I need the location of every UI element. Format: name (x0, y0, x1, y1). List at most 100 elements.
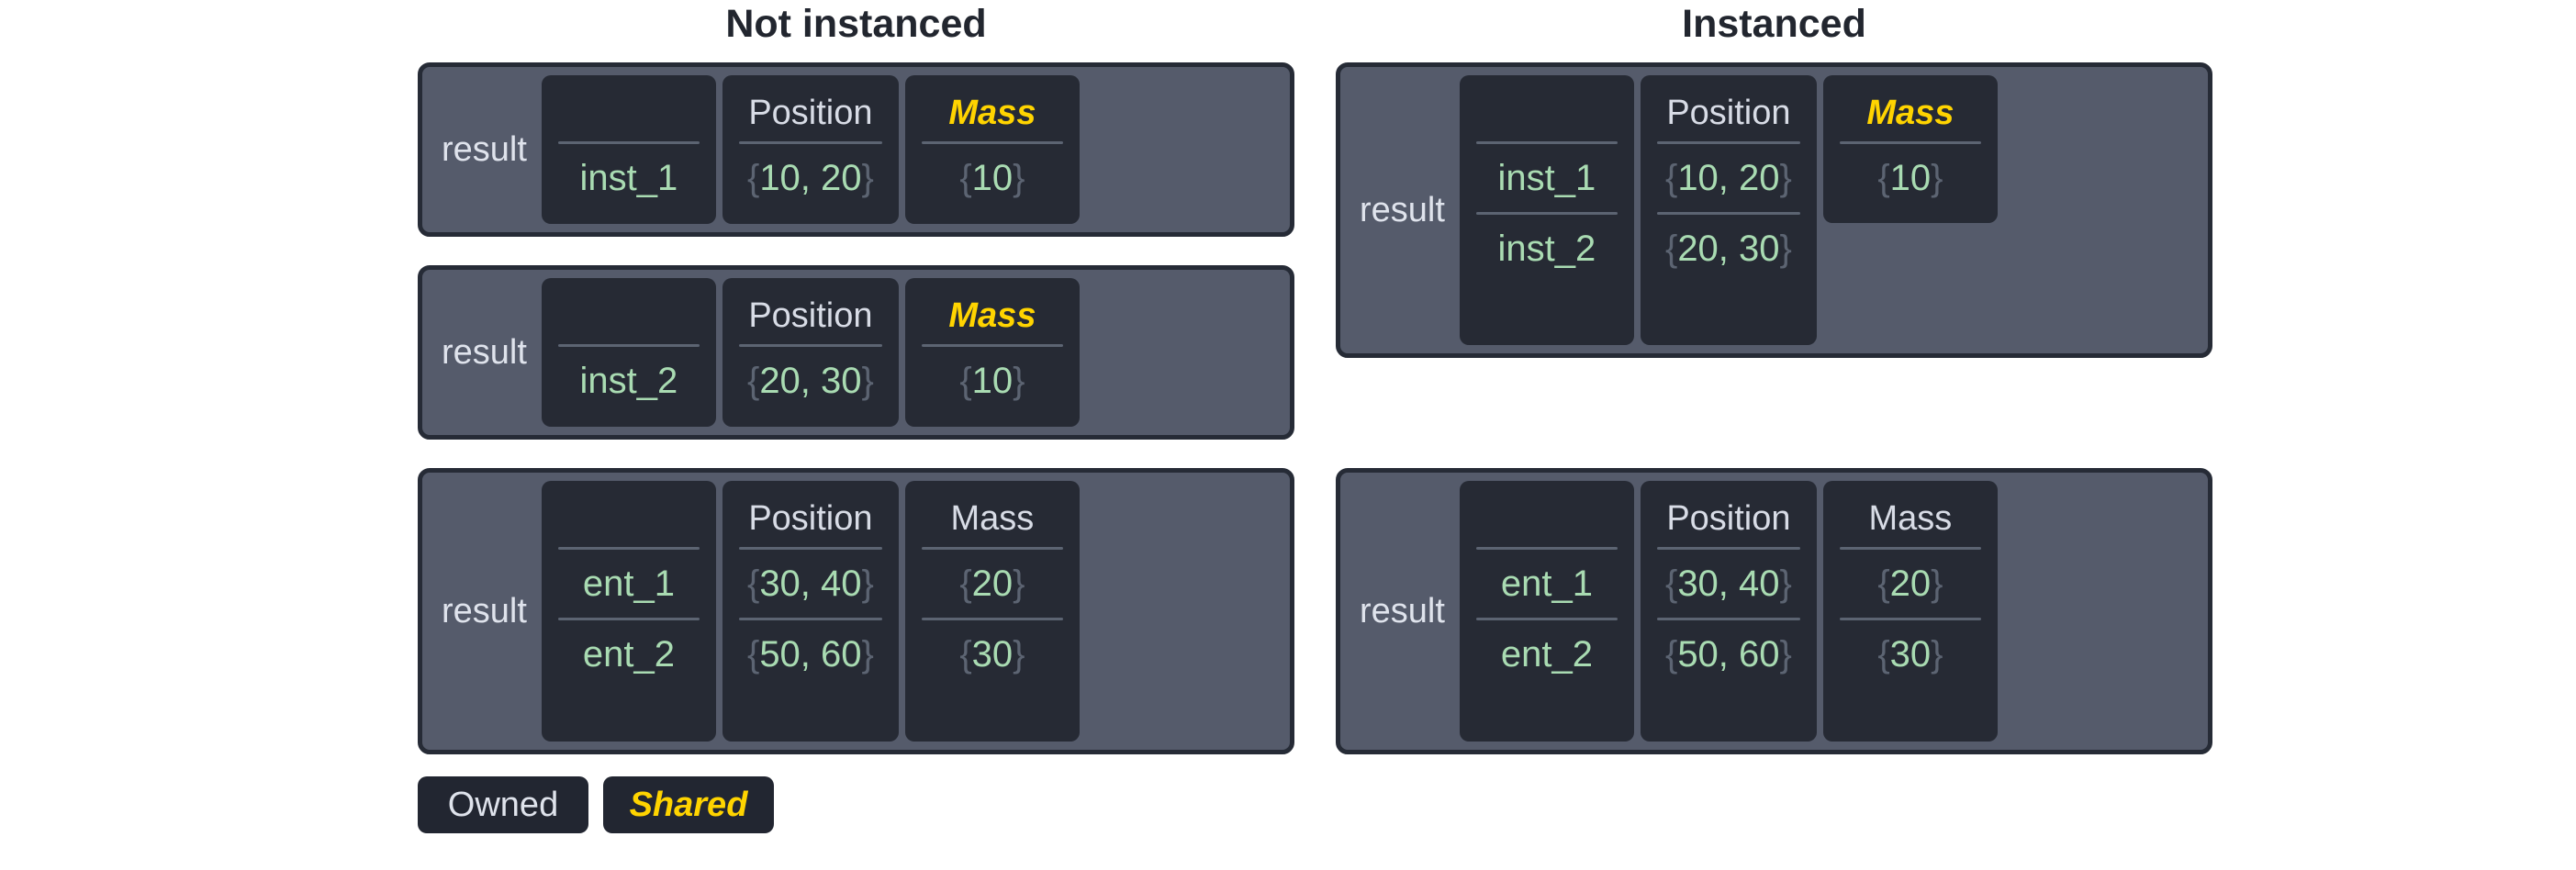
cell-position: {50, 60} (722, 620, 899, 688)
result-label: result (442, 591, 527, 630)
brace-open: { (1664, 634, 1678, 675)
brace-open: { (959, 563, 972, 604)
brace-open: { (1664, 229, 1678, 269)
cell-position-text: 30, 40 (759, 563, 862, 604)
row-separator (1656, 212, 1800, 215)
brace-close: } (861, 158, 874, 198)
column-header-position: Position (1666, 94, 1791, 132)
legend-chip-shared: Shared (603, 776, 774, 833)
cell-mass: {30} (1823, 620, 1998, 688)
column-position: Position {10, 20} {20, 30} (1640, 75, 1817, 345)
cell-mass: {30} (905, 620, 1080, 688)
column-name: inst_1 inst_2 (1459, 75, 1634, 345)
result-label: result (442, 332, 527, 372)
cell-name-text: inst_1 (579, 158, 678, 198)
cell-mass-text: 30 (971, 634, 1014, 675)
column-group: inst_1 Position {10, 20} Mass {10} (541, 75, 1282, 224)
cell-mass: {20} (905, 550, 1080, 618)
table-card-right-instances: result inst_1 inst_2 Position {10, 20} {… (1336, 62, 2212, 358)
brace-open: { (1877, 563, 1890, 604)
column-position: Position {30, 40} {50, 60} (722, 481, 899, 742)
column-header-mass: Mass (1868, 499, 1953, 538)
brace-open: { (959, 361, 972, 401)
table-card-right-entities: result ent_1 ent_2 Position {30, 40} {50… (1336, 468, 2212, 754)
column-header-name (542, 287, 716, 344)
cell-name-text: ent_2 (1500, 634, 1593, 675)
cell-name: ent_1 (1460, 550, 1634, 618)
brace-close: } (1779, 229, 1792, 269)
brace-close: } (861, 361, 874, 401)
cell-mass: {20} (1823, 550, 1998, 618)
cell-mass-text: 20 (971, 563, 1014, 604)
cell-mass-text: 30 (1889, 634, 1932, 675)
row-separator (921, 618, 1063, 620)
cell-position: {50, 60} (1641, 620, 1817, 688)
cell-position: {10, 20} (1641, 144, 1817, 212)
row-separator (921, 344, 1063, 347)
brace-close: } (1931, 634, 1943, 675)
brace-open: { (746, 158, 760, 198)
section-heading-not-instanced: Not instanced (725, 2, 987, 46)
row-separator (1656, 547, 1800, 550)
column-position: Position {20, 30} (722, 278, 899, 427)
cell-position: {10, 20} (722, 144, 899, 212)
row-separator (1839, 547, 1981, 550)
column-group: ent_1 ent_2 Position {30, 40} {50, 60} M… (1459, 481, 2200, 742)
row-separator (557, 547, 700, 550)
cell-mass: {10} (905, 347, 1080, 415)
cell-name-text: inst_1 (1497, 158, 1596, 198)
column-header-position: Position (748, 94, 873, 132)
cell-position: {30, 40} (722, 550, 899, 618)
cell-mass: {10} (1823, 144, 1998, 212)
result-label: result (1360, 190, 1445, 229)
column-position: Position {30, 40} {50, 60} (1640, 481, 1817, 742)
cell-name: ent_2 (1460, 620, 1634, 688)
column-header-mass: Mass (948, 94, 1036, 132)
cell-position-text: 50, 60 (1677, 634, 1780, 675)
row-separator (738, 141, 882, 144)
column-group: inst_2 Position {20, 30} Mass {10} (541, 278, 1282, 427)
cell-position-text: 20, 30 (759, 361, 862, 401)
column-header-mass: Mass (950, 499, 1035, 538)
cell-position-text: 20, 30 (1677, 229, 1780, 269)
column-mass-shared: Mass {10} (1822, 75, 1998, 223)
row-separator (1656, 141, 1800, 144)
brace-open: { (746, 634, 760, 675)
cell-name-text: inst_2 (579, 361, 678, 401)
cell-mass: {10} (905, 144, 1080, 212)
legend: Owned Shared (418, 776, 774, 833)
cell-name: ent_2 (542, 620, 716, 688)
column-header-position: Position (1666, 499, 1791, 538)
table-card-left-inst-2: result inst_2 Position {20, 30} Mass {10… (418, 265, 1294, 440)
column-mass: Mass {20} {30} (904, 481, 1080, 742)
cell-position: {20, 30} (1641, 215, 1817, 283)
cell-name-text: ent_2 (582, 634, 675, 675)
legend-chip-owned: Owned (418, 776, 588, 833)
brace-close: } (1013, 634, 1025, 675)
row-separator (1475, 618, 1618, 620)
brace-close: } (1931, 563, 1943, 604)
brace-close: } (1779, 158, 1792, 198)
cell-mass-text: 20 (1889, 563, 1932, 604)
column-mass: Mass {20} {30} (1822, 481, 1998, 742)
brace-open: { (746, 361, 760, 401)
cell-name: inst_1 (1460, 144, 1634, 212)
brace-open: { (1877, 158, 1890, 198)
row-separator (738, 618, 882, 620)
cell-position-text: 30, 40 (1677, 563, 1780, 604)
section-heading-instanced: Instanced (1682, 2, 1866, 46)
brace-open: { (1877, 634, 1890, 675)
cell-name: inst_2 (542, 347, 716, 415)
row-separator (557, 618, 700, 620)
column-header-mass: Mass (1866, 94, 1954, 132)
column-name: ent_1 ent_2 (541, 481, 716, 742)
brace-close: } (1013, 563, 1025, 604)
brace-open: { (746, 563, 760, 604)
cell-mass-text: 10 (971, 361, 1014, 401)
column-position: Position {10, 20} (722, 75, 899, 224)
column-group: inst_1 inst_2 Position {10, 20} {20, 30}… (1459, 75, 2200, 345)
row-separator (738, 547, 882, 550)
column-header-name (542, 84, 716, 141)
brace-open: { (959, 158, 972, 198)
cell-name: inst_2 (1460, 215, 1634, 283)
